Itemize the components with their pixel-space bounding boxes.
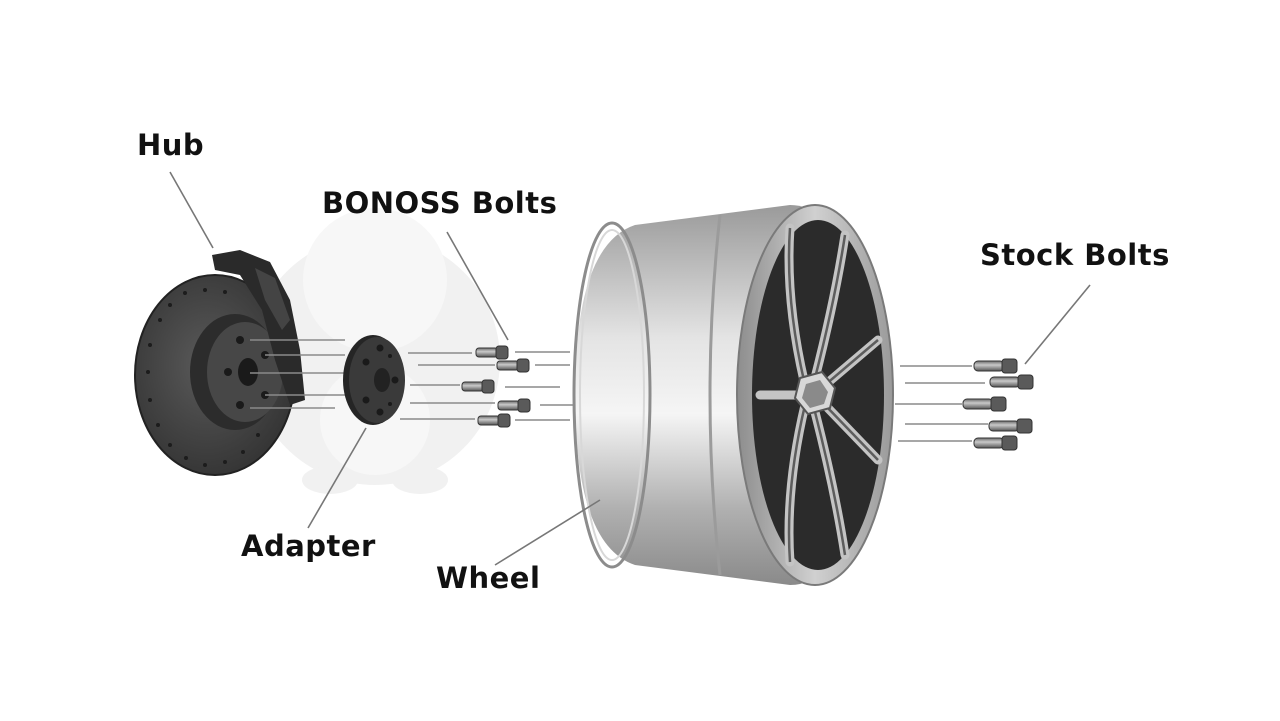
hub-illustration (134, 250, 305, 476)
bonoss-bolts-label: BONOSS Bolts (322, 186, 558, 220)
stock-bolts-label: Stock Bolts (980, 238, 1170, 272)
bonoss-bolts-illustration (461, 345, 531, 428)
adapter-guide-lines (400, 351, 580, 421)
wheel-leader-line (494, 499, 601, 566)
wheel-label: Wheel (436, 561, 541, 595)
adapter-leader-line (307, 427, 367, 529)
stock-bolts-leader-line (1024, 284, 1091, 365)
bonoss-bolts-leader-line (446, 231, 509, 341)
stock-bolts-illustration (962, 358, 1034, 451)
hub-guide-lines (250, 339, 345, 409)
wheel-guide-lines (895, 365, 988, 442)
hub-label: Hub (137, 128, 205, 162)
adapter-illustration (343, 335, 405, 425)
adapter-label: Adapter (241, 529, 376, 563)
hub-leader-line (169, 171, 214, 249)
wheel-illustration (572, 204, 894, 586)
